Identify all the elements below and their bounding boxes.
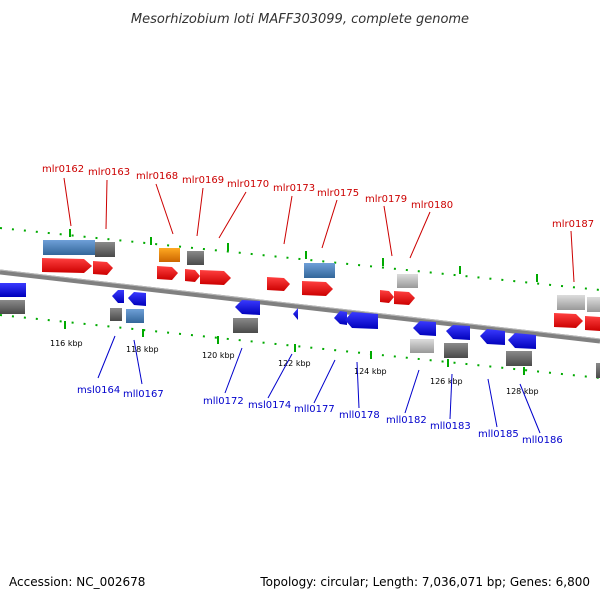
gene-label-top[interactable]: mlr0173 [273,183,315,194]
gene-label-top[interactable]: mlr0179 [365,194,407,205]
gene-arrow-reverse[interactable] [413,321,436,336]
gene-arrow-reverse[interactable] [334,311,347,325]
gene-block[interactable] [110,308,122,321]
gene-label-bottom[interactable]: mll0183 [430,421,471,432]
genome-title: Mesorhizobium loti MAFF303099, complete … [131,12,469,27]
gene-block[interactable] [304,263,335,278]
gene-arrow-reverse[interactable] [112,290,124,303]
gene-block[interactable] [43,240,95,255]
upper-dotted-track [0,227,600,291]
tick-label: 120 kbp [202,351,235,360]
gene-label-top[interactable]: mlr0169 [182,175,224,186]
gene-block[interactable] [587,297,600,312]
gene-block[interactable] [95,242,115,257]
gene-block[interactable] [233,318,258,333]
gene-block[interactable] [0,300,25,314]
gene-label-bottom[interactable]: mll0185 [478,429,519,440]
gene-block[interactable] [596,363,600,378]
gene-block[interactable] [126,309,144,323]
gene-block[interactable] [397,274,418,288]
gene-arrow-forward[interactable] [267,277,290,291]
gene-block[interactable] [557,295,585,310]
gene-arrow-reverse[interactable] [128,292,146,306]
gene-arrow-forward[interactable] [585,316,600,331]
gene-arrow-forward[interactable] [554,313,583,328]
gene-label-top[interactable]: mlr0175 [317,188,359,199]
gene-arrow-forward[interactable] [93,261,113,275]
gene-block[interactable] [506,351,532,366]
lower-ticks [64,321,525,375]
gene-arrow-forward[interactable] [394,291,415,305]
gene-label-top[interactable]: mlr0187 [552,219,594,230]
gene-arrow-forward[interactable] [380,290,394,303]
tick-label: 116 kbp [50,339,83,348]
backbone [0,269,600,344]
scale-tick-labels: 116 kbp 118 kbp 120 kbp 122 kbp 124 kbp … [50,339,539,396]
gene-arrow-forward[interactable] [302,281,333,296]
gene-label-top[interactable]: mlr0162 [42,164,84,175]
bottom-leader-lines [97,335,541,434]
gene-arrow-reverse[interactable] [345,312,378,329]
top-labels: mlr0162 mlr0163 mlr0168 mlr0169 mlr0170 … [42,164,594,230]
gene-label-bottom[interactable]: mll0186 [522,435,563,446]
gene-block[interactable] [444,343,468,358]
tick-label: 118 kbp [126,345,159,354]
gene-arrow-forward[interactable] [42,258,92,273]
gene-block[interactable] [159,248,180,262]
gene-label-bottom[interactable]: mll0167 [123,389,164,400]
gene-label-bottom[interactable]: mll0178 [339,410,380,421]
gene-arrow-forward[interactable] [157,266,178,280]
gene-arrow-reverse[interactable] [446,325,470,340]
gene-label-top[interactable]: mlr0180 [411,200,453,211]
gene-block[interactable] [410,339,434,353]
tick-label: 126 kbp [430,377,463,386]
gene-arrow-reverse[interactable] [508,333,536,349]
gene-arrow-reverse[interactable] [0,283,26,297]
tick-label: 124 kbp [354,367,387,376]
lower-gene-blocks [0,283,600,378]
upper-gene-blocks [42,240,600,331]
lower-dotted-track [0,314,600,379]
gene-label-top[interactable]: mlr0170 [227,179,269,190]
accession-text: Accession: NC_002678 [9,575,145,589]
gene-label-bottom[interactable]: mll0182 [386,415,427,426]
gene-arrow-reverse[interactable] [480,329,505,345]
gene-label-bottom[interactable]: mll0172 [203,396,244,407]
gene-arrow-reverse[interactable] [293,308,298,320]
gene-label-top[interactable]: mlr0168 [136,171,178,182]
gene-arrow-forward[interactable] [185,269,200,282]
gene-label-bottom[interactable]: mll0177 [294,404,335,415]
top-leader-lines [63,177,575,283]
upper-ticks [69,229,538,282]
gene-label-bottom[interactable]: msl0164 [77,385,120,396]
genome-summary-text: Topology: circular; Length: 7,036,071 bp… [259,575,590,589]
tick-label: 128 kbp [506,387,539,396]
gene-label-top[interactable]: mlr0163 [88,167,130,178]
gene-arrow-reverse[interactable] [235,300,260,315]
tick-label: 122 kbp [278,359,311,368]
gene-block[interactable] [187,251,204,265]
gene-label-bottom[interactable]: msl0174 [248,400,291,411]
gene-arrow-forward[interactable] [200,270,231,285]
bottom-labels: msl0164 mll0167 mll0172 msl0174 mll0177 … [77,385,563,446]
